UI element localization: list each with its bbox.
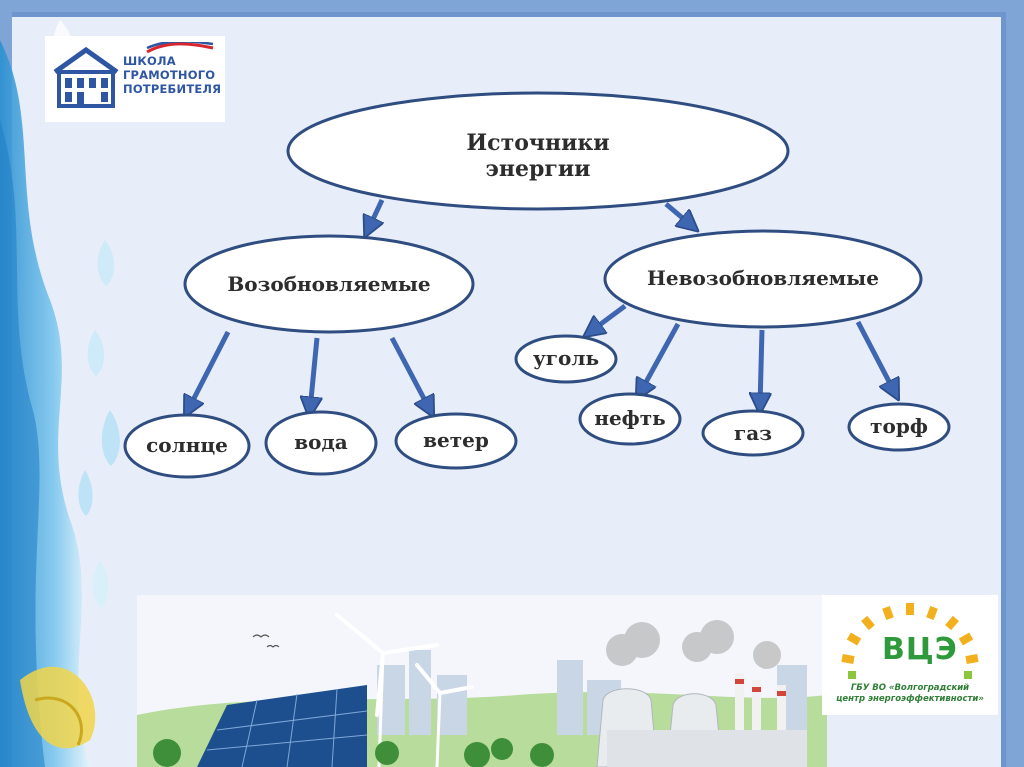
school-logo-text: ШКОЛА ГРАМОТНОГО ПОТРЕБИТЕЛЯ [123, 54, 223, 96]
school-logo-line-3: ПОТРЕБИТЕЛЯ [123, 82, 222, 96]
renewable-node: Возобновляемые [190, 272, 468, 296]
renewable-ellipse [183, 234, 475, 334]
arrow-renewable-to-wind [389, 336, 430, 410]
root-ellipse [286, 91, 790, 211]
arrow-nonrenewable-to-coal [590, 303, 627, 332]
water-node: вода [266, 430, 376, 454]
peat-node: торф [849, 414, 949, 438]
gas-label: газ [734, 421, 772, 445]
arrow-nonrenewable-to-peat [855, 320, 895, 393]
wind-label: ветер [423, 428, 489, 452]
arrow-renewable-to-sun [188, 330, 231, 410]
coal-node: уголь [516, 346, 616, 370]
gas-ellipse [701, 409, 805, 457]
arrow-nonrenewable-to-oil [640, 322, 681, 393]
nonrenewable-label: Невозобновляемые [647, 266, 879, 290]
root-node: Источники энергии [420, 130, 656, 182]
oil-node: нефть [580, 406, 680, 430]
sun-node: солнце [127, 433, 247, 457]
nonrenewable-ellipse [603, 229, 923, 329]
coal-label: уголь [532, 346, 600, 370]
energy-landscape-illustration [137, 595, 827, 767]
arrow-nonrenewable-to-gas [760, 329, 762, 406]
peat-label: торф [870, 414, 928, 438]
arrow-renewable-to-water [310, 337, 317, 410]
peat-ellipse [847, 402, 951, 452]
energy-landscape-art [137, 613, 827, 767]
nonrenewable-node: Невозобновляемые [606, 266, 920, 290]
renewable-label: Возобновляемые [227, 272, 431, 296]
water-ellipse [264, 410, 378, 476]
energy-center-abbr: ВЦЭ [882, 632, 958, 667]
oil-label: нефть [594, 406, 666, 430]
school-logo-line-1: ШКОЛА [123, 54, 176, 68]
sun-rays-icon [841, 603, 979, 679]
oil-ellipse [578, 392, 682, 446]
root-label-line-1: Источники [466, 130, 610, 156]
school-logo: ШКОЛА ГРАМОТНОГО ПОТРЕБИТЕЛЯ [45, 36, 225, 122]
arrow-root-to-renewable [368, 198, 385, 230]
gas-node: газ [703, 421, 803, 445]
energy-center-caption-line-2: центр энергоэффективности» [836, 694, 984, 704]
coal-ellipse [514, 334, 618, 384]
arrow-root-to-nonrenewable [664, 202, 692, 226]
energy-center-logo: ВЦЭ ГБУ ВО «Волгоградский центр энергоэф… [822, 595, 998, 715]
wind-node: ветер [396, 428, 516, 452]
energy-center-caption-line-1: ГБУ ВО «Волгоградский [850, 683, 970, 693]
school-logo-line-2: ГРАМОТНОГО [123, 68, 216, 82]
energy-center-caption: ГБУ ВО «Волгоградский центр энергоэффект… [826, 683, 994, 705]
root-label-line-2: энергии [485, 156, 591, 182]
house-icon [53, 46, 119, 108]
sun-ellipse [123, 413, 251, 479]
water-splash-decoration [0, 20, 120, 767]
water-label: вода [294, 430, 348, 454]
sun-label: солнце [146, 433, 228, 457]
flag-icon [146, 42, 214, 54]
wind-ellipse [394, 412, 518, 470]
